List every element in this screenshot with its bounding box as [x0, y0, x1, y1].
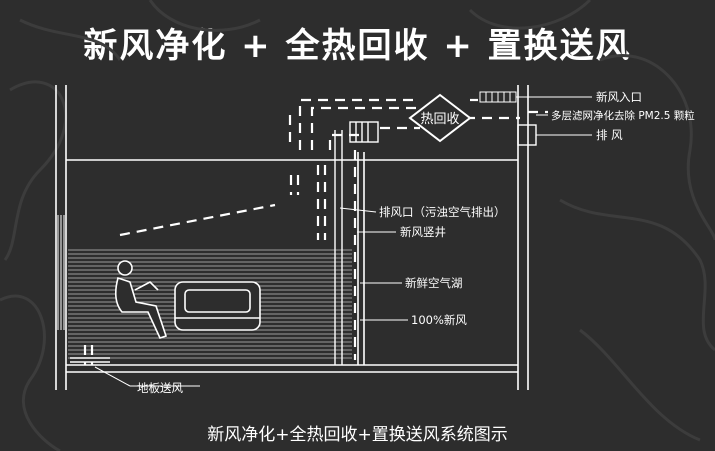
label-floor-supply: 地板送风 — [137, 381, 183, 395]
filter-box — [517, 124, 537, 146]
label-exhaust-port: 排风口（污浊空气排出） — [379, 205, 506, 219]
sofa — [174, 281, 261, 331]
building-walls — [55, 85, 529, 390]
label-fresh-air-inlet: 新风入口 — [596, 90, 642, 104]
floor-supply-vents — [70, 357, 110, 363]
diagram-title: 新风净化 + 全热回收 + 置换送风 — [83, 26, 632, 66]
left-window — [57, 215, 65, 330]
fresh-air-lake-stripes — [68, 249, 352, 359]
leader-lines — [94, 96, 592, 387]
heat-recovery-unit: 热回收 — [408, 93, 472, 143]
label-filter: 多层滤网净化去除 PM2.5 颗粒 — [551, 109, 695, 122]
fresh-air-inlet-grille — [479, 91, 517, 103]
label-percent-fresh: 100%新风 — [411, 313, 467, 327]
heat-recovery-label: 热回收 — [420, 112, 459, 127]
diagram-caption: 新风净化+全热回收+置换送风系统图示 — [207, 425, 508, 445]
label-exhaust: 排 风 — [596, 128, 623, 142]
seated-person — [114, 260, 168, 339]
exhaust-port-unit — [349, 121, 379, 143]
label-fresh-lake: 新鲜空气湖 — [405, 276, 463, 290]
label-fresh-shaft: 新风竖井 — [400, 225, 446, 239]
fresh-air-shaft — [334, 130, 343, 365]
